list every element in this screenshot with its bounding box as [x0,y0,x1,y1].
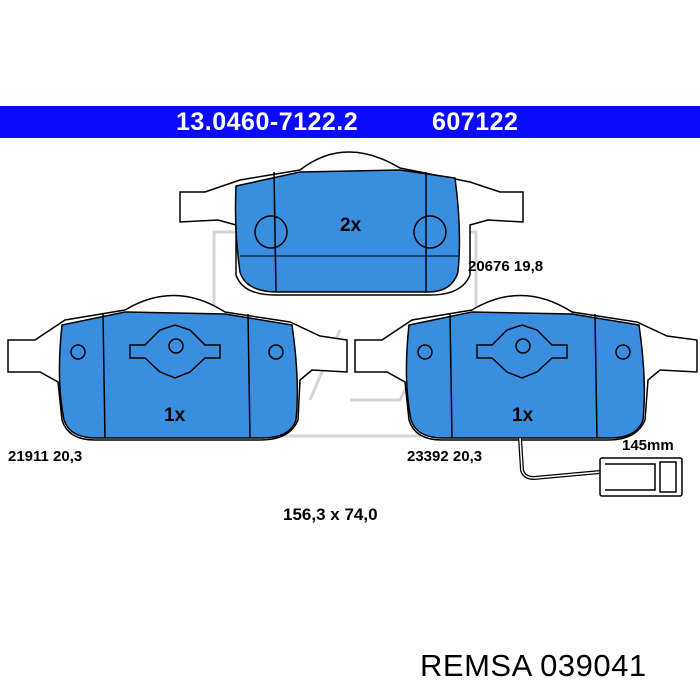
sensor-length: 145mm [622,437,674,454]
pad-dimensions: 156,3 x 74,0 [283,505,378,524]
sensor-connector [599,457,683,497]
left-pad-friction [58,311,299,439]
top-pad-friction [234,169,461,293]
header-banner [0,106,700,138]
brand-footer: REMSA 039041 [420,648,647,683]
top-pad-quantity: 2x [340,215,362,236]
right-pad-friction [405,311,646,439]
right-pad-quantity: 1x [512,405,534,426]
top-brake-pad [179,151,524,296]
left-pad-quantity: 1x [164,405,186,426]
right-pad-code: 23392 20,3 [407,448,483,465]
top-pad-code: 20676 19,8 [468,258,544,275]
left-brake-pad [7,294,348,441]
left-pad-code: 21911 20,3 [8,448,83,465]
wear-sensor [518,437,683,497]
reference-number: 607122 [432,108,519,136]
sensor-cable [518,437,601,481]
part-number: 13.0460-7122.2 [176,108,359,136]
right-brake-pad [354,294,698,441]
sensor-cable-inner [519,437,601,479]
